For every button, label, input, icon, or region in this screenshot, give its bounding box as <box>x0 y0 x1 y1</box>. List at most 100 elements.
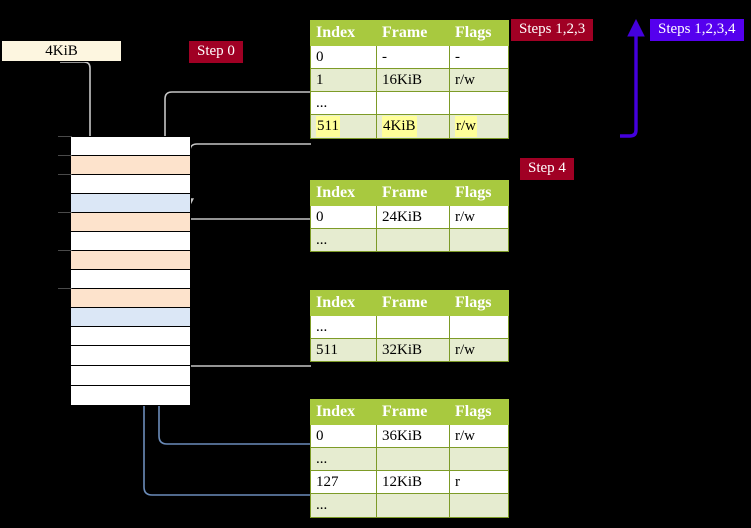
cell-index: 511 <box>310 337 377 363</box>
cell-flags <box>449 314 509 339</box>
table-row[interactable]: ... <box>310 493 509 518</box>
highlight: 4KiB <box>382 116 417 137</box>
column-header-frame: Frame <box>376 290 450 316</box>
label-steps-1234: Steps 1,2,3,4 <box>650 19 744 42</box>
table-row[interactable]: ... <box>310 91 509 116</box>
table-row[interactable]: ... <box>310 314 509 339</box>
label-step-4-text: Step 4 <box>528 160 566 176</box>
cell-index: 0 <box>310 204 377 229</box>
cell-frame: 16KiB <box>376 67 450 93</box>
table-row[interactable]: 511 4KiB r/w <box>310 114 509 139</box>
column-header-index: Index <box>310 180 377 206</box>
cell-flags <box>449 227 509 253</box>
memory-row <box>70 365 191 386</box>
table-row[interactable]: ... <box>310 446 509 472</box>
column-header-frame: Frame <box>376 180 450 206</box>
column-header-index: Index <box>310 399 377 425</box>
memory-row <box>70 250 191 270</box>
cell-frame: 12KiB <box>376 470 450 495</box>
cell-index: ... <box>310 446 377 472</box>
cell-frame: 32KiB <box>376 337 450 363</box>
connector-t1row511-to-memory <box>186 143 311 207</box>
memory-tick <box>58 288 72 289</box>
page-box-4kib: 4KiB <box>1 40 122 62</box>
column-header-index: Index <box>310 290 377 316</box>
connector-t1row1-to-memory <box>161 91 311 156</box>
cell-index: 0 <box>310 423 377 448</box>
cell-index: 1 <box>310 67 377 93</box>
connector-t4row127-to-memory <box>140 203 311 496</box>
highlight: r/w <box>455 116 477 137</box>
cell-flags: r/w <box>449 423 509 448</box>
cell-flags: r <box>449 470 509 495</box>
memory-tick <box>58 250 72 251</box>
memory-row <box>70 212 191 232</box>
cell-frame <box>376 493 450 518</box>
label-steps-123-text: Steps 1,2,3 <box>519 21 586 37</box>
memory-row <box>70 269 191 289</box>
memory-row <box>70 307 191 327</box>
memory-tick <box>58 136 72 137</box>
memory-row <box>70 288 191 308</box>
column-header-index: Index <box>310 20 377 46</box>
cell-frame: 4KiB <box>376 114 450 139</box>
cell-flags <box>449 91 509 116</box>
connector-t3row511-to-memory <box>172 309 311 367</box>
memory-row <box>70 174 191 194</box>
label-step-0: Step 0 <box>189 41 243 64</box>
column-header-flags: Flags <box>449 290 509 316</box>
cell-flags <box>449 493 509 518</box>
cell-frame <box>376 314 450 339</box>
cell-frame: 36KiB <box>376 423 450 448</box>
bracket-arrow-icon <box>620 18 645 138</box>
column-header-frame: Frame <box>376 20 450 46</box>
page-box-label: 4KiB <box>45 43 78 59</box>
memory-tick <box>58 212 72 213</box>
column-header-flags: Flags <box>449 399 509 425</box>
connector-t4row0-to-memory <box>155 326 311 445</box>
cell-index: 511 <box>310 114 377 139</box>
cell-flags: - <box>449 44 509 69</box>
cell-frame <box>376 91 450 116</box>
memory-row <box>70 231 191 251</box>
memory-tick <box>58 155 72 156</box>
cell-flags: r/w <box>449 337 509 363</box>
cell-frame <box>376 227 450 253</box>
memory-row <box>70 193 191 213</box>
cell-frame <box>376 446 450 472</box>
label-step-4: Step 4 <box>520 158 574 181</box>
cell-flags: r/w <box>449 114 509 139</box>
cell-index: 0 <box>310 44 377 69</box>
column-header-flags: Flags <box>449 20 509 46</box>
column-header-frame: Frame <box>376 399 450 425</box>
cell-index: ... <box>310 227 377 253</box>
memory-row <box>70 155 191 175</box>
label-step-0-text: Step 0 <box>197 43 235 59</box>
physical-memory-column <box>70 136 191 416</box>
cell-flags <box>449 446 509 472</box>
cell-frame: - <box>376 44 450 69</box>
memory-row <box>70 136 191 156</box>
cell-flags: r/w <box>449 67 509 93</box>
memory-tick <box>58 174 72 175</box>
table-row[interactable]: 0-- <box>310 44 509 69</box>
table-row[interactable]: ... <box>310 227 509 253</box>
connector-4kib-to-memory <box>60 61 94 156</box>
memory-row <box>70 326 191 346</box>
label-steps-1234-text: Steps 1,2,3,4 <box>658 21 736 37</box>
highlight: 511 <box>316 116 340 137</box>
